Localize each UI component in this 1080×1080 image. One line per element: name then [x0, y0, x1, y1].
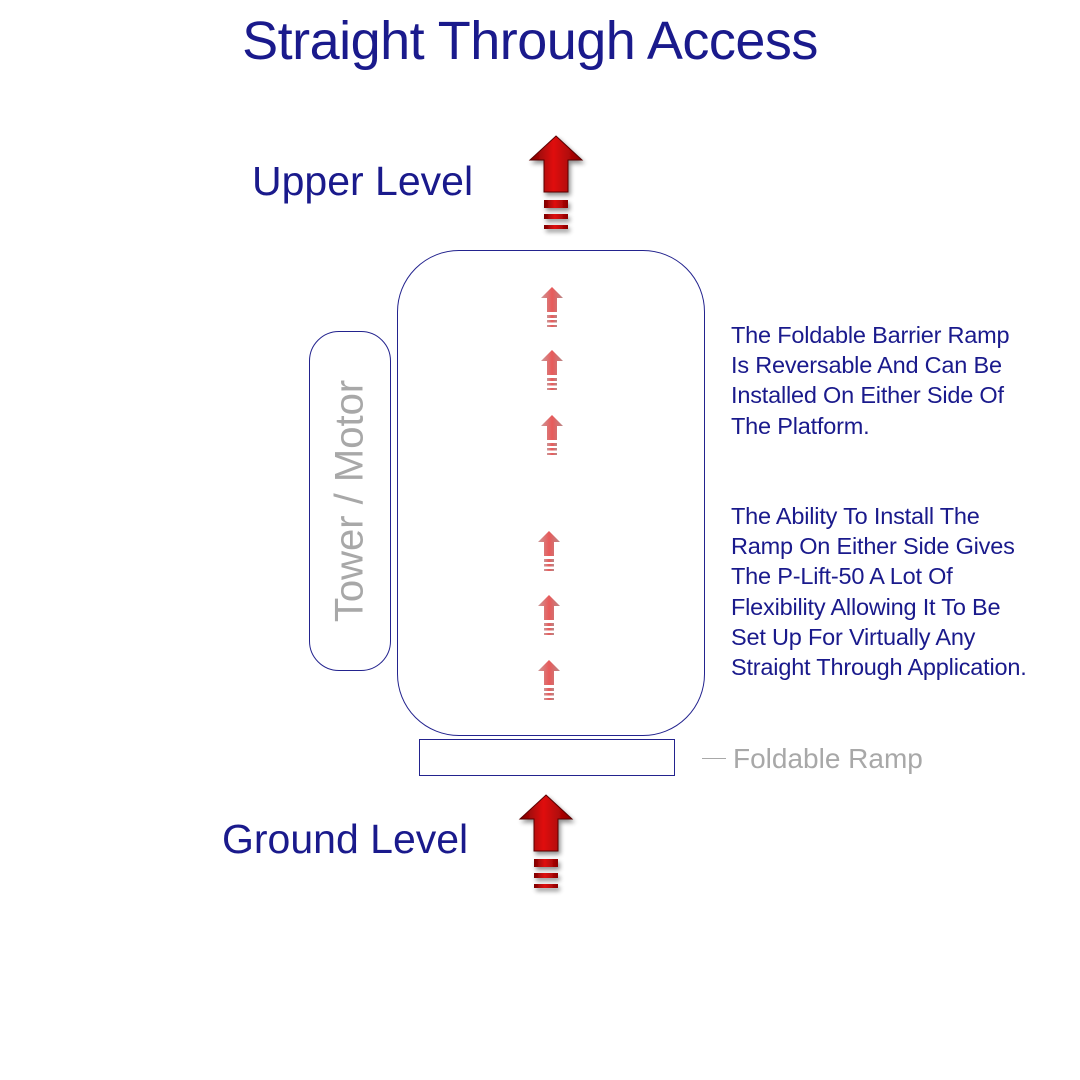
up-arrow-icon: [529, 135, 583, 230]
note-line: Set Up For Virtually Any: [731, 623, 976, 650]
small-up-arrow-icon: [538, 595, 560, 635]
ground-level-label: Ground Level: [222, 816, 469, 862]
note-line: The Foldable Barrier Ramp: [731, 322, 1010, 348]
small-up-arrow-icon: [541, 287, 563, 327]
upper-level-label: Upper Level: [252, 158, 474, 204]
note-line: Flexibility Allowing It To Be: [731, 593, 1001, 620]
foldable-ramp-box: [419, 739, 675, 776]
note-line: Ramp On Either Side Gives: [731, 533, 1015, 560]
note-line: Straight Through Application.: [731, 654, 1027, 681]
small-up-arrow-icon: [541, 350, 563, 390]
tower-motor-box: [309, 331, 391, 671]
foldable-ramp-label: Foldable Ramp: [733, 743, 923, 774]
ramp-leader-line: [702, 758, 726, 759]
small-up-arrow-icon: [541, 415, 563, 455]
diagram-title: Straight Through Access: [242, 11, 818, 71]
up-arrow-icon: [519, 794, 573, 889]
note-line: The Platform.: [731, 412, 870, 439]
note-flexibility: The Ability To Install The Ramp On Eithe…: [731, 501, 1027, 682]
note-line: The P-Lift-50 A Lot Of: [731, 563, 953, 590]
small-up-arrow-icon: [538, 660, 560, 700]
note-line: The Ability To Install The: [731, 503, 980, 529]
note-line: Is Reversable And Can Be: [731, 352, 1002, 379]
small-up-arrow-icon: [538, 531, 560, 571]
lift-platform: [397, 250, 705, 736]
note-reversible-ramp: The Foldable Barrier Ramp Is Reversable …: [731, 320, 1010, 441]
note-line: Installed On Either Side Of: [731, 382, 1004, 409]
